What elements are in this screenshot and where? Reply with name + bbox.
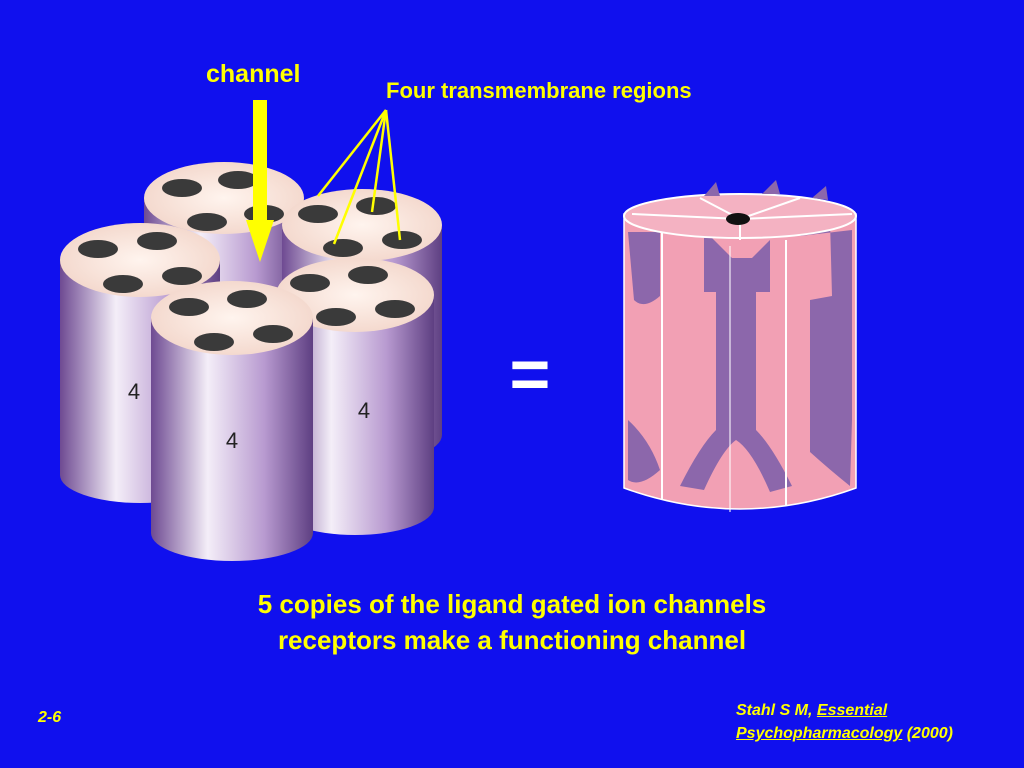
- caption: 5 copies of the ligand gated ion channel…: [0, 586, 1024, 658]
- citation: Stahl S M, Essential Psychopharmacology …: [736, 699, 1016, 745]
- channel-label: channel: [206, 60, 301, 88]
- transmembrane-region-hole: [162, 179, 202, 197]
- assembled-receptor: [623, 180, 857, 512]
- transmembrane-region-hole: [227, 290, 267, 308]
- transmembrane-pointer-lines: [317, 109, 402, 245]
- citation-year: (2000): [902, 725, 953, 742]
- subunit-cylinder-front-middle: 4: [151, 281, 313, 561]
- equals-sign: =: [510, 335, 551, 413]
- transmembrane-region-hole: [187, 213, 227, 231]
- transmembrane-region-hole: [169, 298, 209, 316]
- transmembrane-region-hole: [348, 266, 388, 284]
- transmembrane-region-hole: [316, 308, 356, 326]
- channel-arrow: [246, 100, 274, 262]
- transmembrane-region-hole: [253, 325, 293, 343]
- transmembrane-region-hole: [162, 267, 202, 285]
- transmembrane-region-hole: [323, 239, 363, 257]
- citation-author: Stahl S M,: [736, 702, 817, 719]
- transmembrane-region-hole: [137, 232, 177, 250]
- channel-pore: [726, 213, 750, 225]
- subunit-number: 4: [128, 379, 140, 404]
- subunit-number: 4: [358, 398, 370, 423]
- subunit-number: 4: [226, 428, 238, 453]
- slide-number: 2-6: [38, 709, 62, 726]
- transmembrane-regions-label: Four transmembrane regions: [386, 78, 692, 103]
- transmembrane-region-hole: [290, 274, 330, 292]
- transmembrane-region-hole: [194, 333, 234, 351]
- caption-line-2: receptors make a functioning channel: [277, 625, 747, 655]
- transmembrane-region-hole: [78, 240, 118, 258]
- caption-line-1: 5 copies of the ligand gated ion channel…: [257, 589, 767, 619]
- transmembrane-region-hole: [382, 231, 422, 249]
- transmembrane-region-hole: [103, 275, 143, 293]
- citation-title-part-1: Essential: [816, 702, 888, 719]
- transmembrane-region-hole: [298, 205, 338, 223]
- transmembrane-region-hole: [356, 197, 396, 215]
- citation-title-part-2: Psychopharmacology: [736, 725, 903, 742]
- transmembrane-region-hole: [218, 171, 258, 189]
- transmembrane-region-hole: [375, 300, 415, 318]
